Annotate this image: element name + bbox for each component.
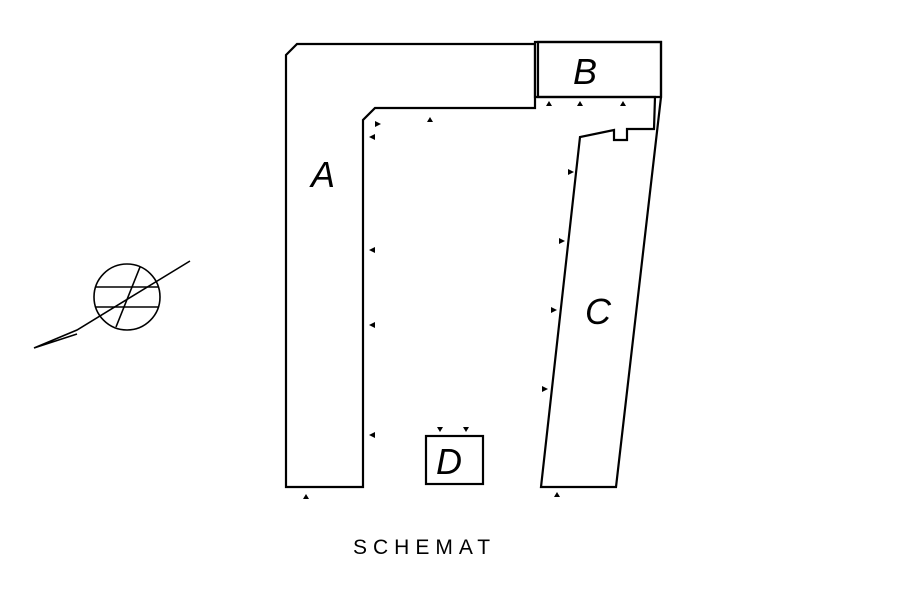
entrance-triangle-icon xyxy=(427,117,433,122)
entrance-triangle-icon xyxy=(463,427,469,432)
diagram-caption: SCHEMAT xyxy=(353,536,496,559)
entrance-triangle-icon xyxy=(369,247,375,253)
entrance-triangle-icon xyxy=(542,386,548,392)
building-d-outline xyxy=(424,434,485,486)
entrance-triangle-icon xyxy=(369,134,375,140)
entrance-triangle-icon xyxy=(546,101,552,106)
entrance-triangle-icon xyxy=(554,492,560,497)
entrance-triangle-icon xyxy=(620,101,626,106)
building-d-label: D xyxy=(436,441,462,482)
entrance-triangle-icon xyxy=(559,238,565,244)
north-arrow-compass-icon xyxy=(33,260,191,349)
entrance-triangle-icon xyxy=(375,121,381,127)
entrance-triangle-icon xyxy=(551,307,557,313)
entrance-triangle-icon xyxy=(303,494,309,499)
entrance-triangle-icon xyxy=(369,322,375,328)
building-a-outline xyxy=(284,42,537,489)
entrance-markers xyxy=(303,101,626,499)
entrance-triangle-icon xyxy=(568,169,574,175)
building-b-label: B xyxy=(573,51,597,92)
entrance-triangle-icon xyxy=(369,432,375,438)
entrance-triangle-icon xyxy=(577,101,583,106)
building-c-outline xyxy=(536,40,663,489)
entrance-triangle-icon xyxy=(437,427,443,432)
building-c-label: C xyxy=(585,291,612,332)
building-b-outline xyxy=(533,40,663,99)
building-a-label: A xyxy=(309,154,335,195)
